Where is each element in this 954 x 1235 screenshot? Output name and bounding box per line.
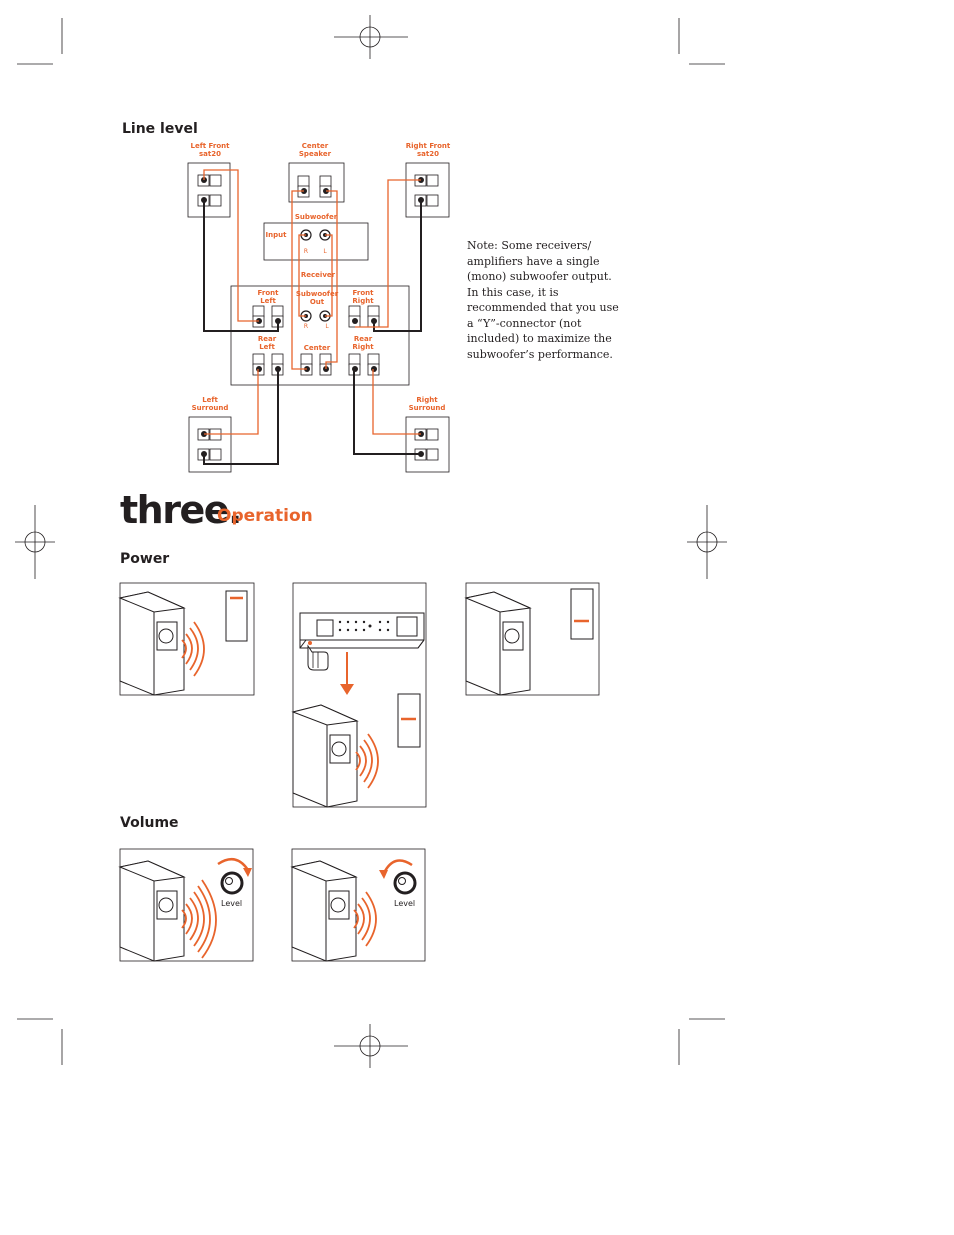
subwoofer-panel xyxy=(263,222,369,261)
label-center-speaker: Center Speaker xyxy=(298,142,332,158)
label-sub-r: R xyxy=(303,248,309,255)
line-level-heading: Line level xyxy=(122,121,198,137)
note-text: Note: Some receivers/ amplifiers have a … xyxy=(467,239,619,361)
label-subwoofer: Subwoofer xyxy=(294,213,338,221)
power-heading: Power xyxy=(120,551,170,567)
label-front-right: Front Right xyxy=(352,289,374,305)
section-subtitle: Operation xyxy=(217,506,313,526)
label-left-surround: Left Surround xyxy=(191,396,229,412)
label-out-l: L xyxy=(325,323,329,330)
label-receiver: Receiver xyxy=(300,271,336,279)
label-front-left: Front Left xyxy=(257,289,279,305)
right-surround-speaker xyxy=(405,416,450,473)
volume-illustrations xyxy=(118,848,426,962)
center-speaker xyxy=(288,162,345,203)
label-subwoofer-out: Subwoofer Out xyxy=(295,290,339,306)
label-right-surround: Right Surround xyxy=(408,396,446,412)
level-label-1: Level xyxy=(221,899,243,908)
power-illustrations xyxy=(118,582,600,808)
label-rear-left: Rear Left xyxy=(257,335,277,351)
label-center: Center xyxy=(303,344,331,352)
wiring-diagram xyxy=(187,162,450,473)
level-label-2: Level xyxy=(394,899,416,908)
crop-marks xyxy=(15,15,727,1068)
label-right-front: Right Front sat20 xyxy=(405,142,451,158)
label-rear-right: Rear Right xyxy=(352,335,374,351)
volume-heading: Volume xyxy=(120,815,179,831)
label-input: Input xyxy=(265,231,287,239)
label-left-front: Left Front sat20 xyxy=(190,142,230,158)
left-surround-speaker xyxy=(188,416,232,473)
right-front-speaker xyxy=(405,162,450,218)
label-out-r: R xyxy=(303,323,309,330)
section-title: three. xyxy=(120,488,242,532)
left-front-speaker xyxy=(187,162,231,218)
label-sub-l: L xyxy=(323,248,327,255)
